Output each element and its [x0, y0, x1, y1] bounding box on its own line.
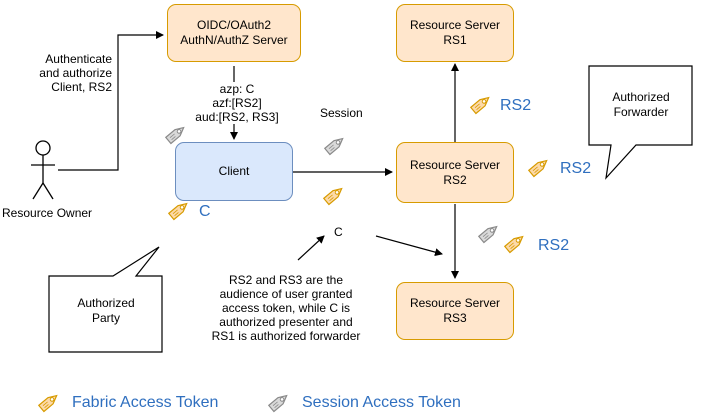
- claims-label: azp: C azf:[RS2] aud:[RS2, RS3]: [190, 82, 284, 124]
- resource-owner-label: Resource Owner: [2, 206, 93, 220]
- claim-azp: azp: C: [219, 82, 255, 96]
- rs1-node: Resource Server RS1: [396, 4, 514, 62]
- rs3-line1: Resource Server: [409, 296, 501, 310]
- edge-owner-to-authserver: [58, 31, 164, 171]
- authenticate-line1: Authenticate: [45, 52, 112, 66]
- explanation-line3: access token, while C is: [221, 301, 351, 315]
- fabric-tag-rs1-icon: [469, 96, 490, 115]
- authorized-forwarder-text: Authorized Forwarder: [591, 90, 691, 120]
- client-label: Client: [218, 164, 250, 178]
- session-tag-client-icon: [164, 126, 185, 145]
- fabric-tag-rs3-icon: [503, 235, 524, 254]
- auth-server-node: OIDC/OAuth2 AuthN/AuthZ Server: [167, 4, 301, 62]
- session-tag-link-icon: [323, 137, 344, 156]
- pointer-to-c: [297, 235, 325, 261]
- session-label: Session: [320, 106, 363, 120]
- rs2-bottom-tag-label: RS2: [538, 237, 570, 254]
- explanation-line4: authorized presenter and: [219, 315, 353, 329]
- fabric-tag-rs2-right-icon: [527, 159, 548, 178]
- authenticate-line3: Client, RS2: [51, 80, 112, 94]
- claim-aud: aud:[RS2, RS3]: [195, 110, 279, 124]
- rs3-line2: RS3: [443, 311, 467, 325]
- authorized-forwarder-line1: Authorized: [612, 90, 670, 104]
- callout-authorized-forwarder: [588, 65, 693, 180]
- callout-authorized-party: [48, 246, 163, 353]
- authorized-forwarder-line2: Forwarder: [613, 105, 669, 119]
- rs2-right-tag-label: RS2: [560, 160, 592, 177]
- rs1-line1: Resource Server: [409, 18, 501, 32]
- pointer-to-rs3-edge: [375, 235, 443, 257]
- session-legend-label: Session Access Token: [302, 394, 461, 411]
- session-tag-rs3-icon: [477, 225, 498, 244]
- session-legend-icon: [267, 394, 288, 413]
- authorized-party-text: Authorized Party: [51, 296, 161, 326]
- fabric-tag-client-icon: [167, 202, 188, 221]
- explanation-text: RS2 and RS3 are the audience of user gra…: [198, 273, 374, 343]
- c-label-small: C: [334, 225, 343, 239]
- client-node: Client: [175, 142, 293, 201]
- explanation-line1: RS2 and RS3 are the: [228, 273, 344, 287]
- rs2-line2: RS2: [443, 172, 467, 187]
- rs2-node: Resource Server RS2: [396, 142, 514, 203]
- auth-server-line2: AuthN/AuthZ Server: [180, 33, 288, 47]
- authorized-party-line2: Party: [91, 311, 120, 325]
- authorized-party-line1: Authorized: [77, 296, 135, 310]
- resource-owner-figure: [31, 140, 55, 200]
- rs1-line2: RS1: [443, 33, 467, 47]
- authenticate-label: Authenticate and authorize Client, RS2: [20, 52, 112, 94]
- legend: Fabric Access Token Session Access Token: [0, 385, 704, 417]
- auth-server-line1: OIDC/OAuth2: [196, 18, 272, 32]
- authenticate-line2: and authorize: [39, 66, 112, 80]
- rs2-top-tag-label: RS2: [500, 97, 532, 114]
- fabric-tag-link-icon: [322, 187, 343, 206]
- claim-azf: azf:[RS2]: [212, 96, 262, 110]
- client-tag-label: C: [199, 203, 211, 220]
- fabric-legend-label: Fabric Access Token: [72, 394, 219, 411]
- fabric-legend-icon: [37, 394, 58, 413]
- rs2-line1: Resource Server: [409, 157, 501, 172]
- explanation-line5: RS1 is authorized forwarder: [211, 329, 361, 343]
- explanation-line2: audience of user granted: [219, 287, 353, 301]
- rs3-node: Resource Server RS3: [396, 282, 514, 340]
